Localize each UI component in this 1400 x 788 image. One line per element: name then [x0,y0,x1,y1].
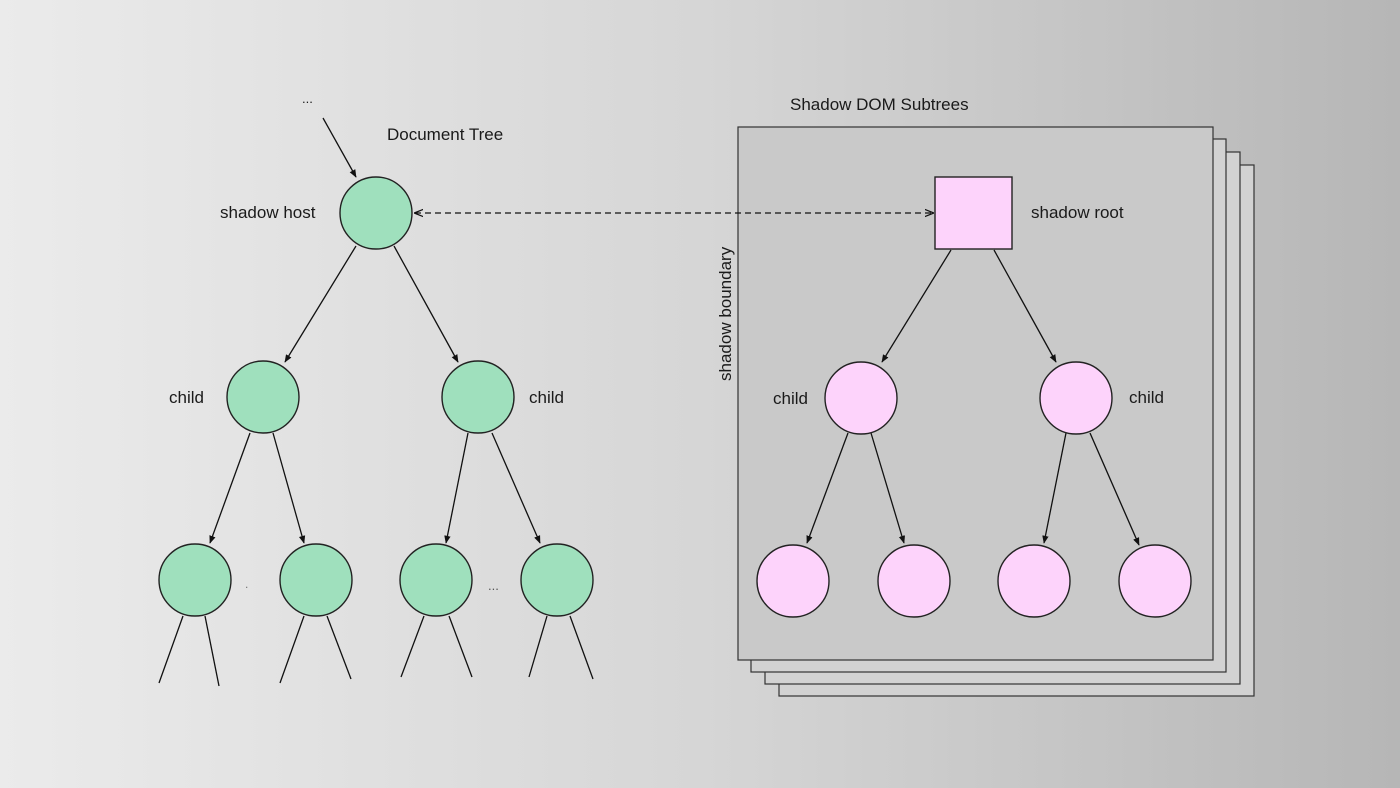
edge-sleft-lr [870,432,905,544]
between-ellipsis: ... [488,578,499,593]
document-tree-edges [158,117,594,687]
doc-right-child-label: child [529,388,564,407]
leaf-edge-1b [204,615,220,687]
doc-right-child-node [441,360,515,434]
shadow-subtrees-title: Shadow DOM Subtrees [790,95,969,114]
doc-leaf-node-3 [399,543,473,617]
edge-sright-rl [1042,432,1067,544]
edge-root-left [881,249,952,363]
leaf-edge-1a [158,615,184,684]
shadow-host-node [339,176,413,250]
edge-sleft-ll [806,432,849,544]
shadow-leaf-node-1 [756,544,830,618]
edge-host-right [393,245,459,363]
doc-leaf-node-4 [520,543,594,617]
shadow-host-label: shadow host [220,203,316,222]
shadow-leaf-node-4 [1118,544,1192,618]
document-tree-title: Document Tree [387,125,503,144]
edge-root-right [993,249,1057,363]
shadow-right-child-node [1039,361,1113,435]
shadow-root-node [934,176,1013,250]
shadow-tree-nodes [756,176,1192,618]
ellipsis-top: ... [302,91,313,106]
leaf-edge-3b [448,615,473,678]
edge-left-lr [272,432,306,544]
edge-right-rr [491,432,541,544]
shadow-leaf-node-2 [877,544,951,618]
leaf-edge-4b [569,615,594,680]
leaf-edge-2b [326,615,352,680]
shadow-tree-edges [806,249,1140,546]
doc-leaf-node-1 [158,543,232,617]
doc-leaf-node-2 [279,543,353,617]
leaf-edge-2a [279,615,305,684]
edge-sright-rr [1089,432,1140,546]
shadow-root-label: shadow root [1031,203,1124,222]
document-tree-nodes [158,176,594,617]
edge-incoming-host [322,117,357,178]
doc-left-child-node [226,360,300,434]
shadow-boundary-label: shadow boundary [716,246,735,381]
shadow-left-child-label: child [773,389,808,408]
edge-left-ll [209,432,251,544]
edge-host-left [284,245,357,363]
leaf-edge-3a [400,615,425,678]
doc-left-child-label: child [169,388,204,407]
shadow-leaf-node-3 [997,544,1071,618]
tiny-dot: . [245,577,248,591]
shadow-left-child-node [824,361,898,435]
shadow-right-child-label: child [1129,388,1164,407]
leaf-edge-4a [528,615,548,678]
edge-right-rl [444,432,469,544]
